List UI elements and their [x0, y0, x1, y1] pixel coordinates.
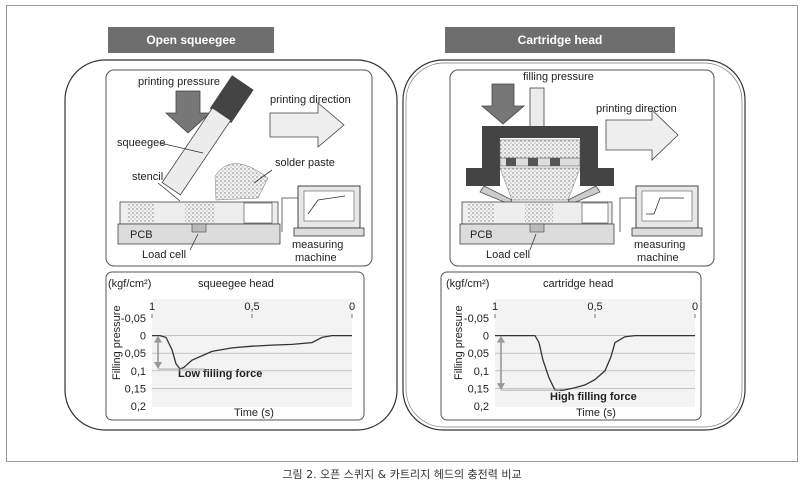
right-chart-unit: (kgf/cm²)	[446, 278, 489, 290]
right-header: Cartridge head	[518, 33, 603, 47]
right-chart-marks: -0,05 0 0,05 0,1 0,15 0,2 1 0,5 0	[464, 301, 698, 413]
right-aperture-2	[525, 203, 553, 223]
left-loadcell-label: Load cell	[142, 249, 186, 261]
y-tick-label: 0,1	[131, 366, 146, 378]
left-squeegee-leader	[159, 142, 204, 154]
y-tick-label: 0	[140, 331, 146, 343]
y-tick-label: 0,15	[468, 383, 489, 395]
left-paste-label: solder paste	[275, 157, 335, 169]
left-paste-leader	[253, 169, 273, 184]
right-pcb-label: PCB	[470, 229, 493, 241]
left-x-label: Time (s)	[234, 407, 274, 419]
series-line	[152, 334, 352, 370]
left-pcb-label: PCB	[130, 229, 153, 241]
left-direction-label: printing direction	[270, 94, 351, 106]
left-aperture-2	[185, 203, 215, 223]
left-measuring-label-1: measuring	[292, 239, 343, 251]
figure-caption: 그림 2. 오픈 스퀴지 & 카트리지 헤드의 충전력 비교	[282, 468, 522, 481]
right-monitor-curve	[646, 197, 684, 215]
right-x-label: Time (s)	[576, 407, 616, 419]
left-stencil-leader	[157, 182, 181, 202]
right-direction-arrow	[605, 109, 679, 161]
right-cartridge-head	[466, 126, 614, 205]
y-tick-label: 0,1	[474, 366, 489, 378]
right-pressure-label: filling pressure	[523, 71, 594, 83]
right-chart-box	[440, 271, 702, 421]
magnitude-arrow-head-bottom	[154, 362, 162, 370]
left-measuring-label-2: machine	[295, 252, 337, 264]
left-keyboard	[293, 227, 365, 237]
right-keyboard	[631, 227, 703, 237]
left-y-label: Filling pressure	[111, 305, 123, 380]
left-pressure-arrow	[164, 90, 212, 134]
y-tick-label: 0	[483, 331, 489, 343]
right-pressure-arrow	[480, 83, 526, 125]
left-header-bg	[108, 27, 274, 53]
right-measuring-label-2: machine	[637, 252, 679, 264]
y-tick-label: -0,05	[464, 313, 489, 325]
right-rounded-border-inner	[405, 62, 743, 428]
x-tick-label: 1	[492, 301, 498, 313]
right-loadcell-leader	[529, 233, 537, 251]
x-tick-label: 0,5	[587, 301, 602, 313]
left-stencil-label: stencil	[132, 171, 163, 183]
right-header-bg	[445, 27, 675, 53]
right-panel: Cartridge head filling pressure printing…	[402, 27, 746, 431]
left-cable	[281, 197, 298, 232]
right-monitor-screen	[641, 190, 693, 222]
right-y-label: Filling pressure	[453, 305, 465, 380]
right-aperture-1	[468, 203, 494, 223]
y-tick-label: 0,2	[474, 401, 489, 413]
x-tick-label: 1	[149, 301, 155, 313]
right-chart-title: cartridge head	[543, 278, 613, 290]
left-panel: Open squeegee printing pressure printing…	[64, 27, 398, 431]
x-tick-label: 0	[692, 301, 698, 313]
left-load-cell	[191, 223, 207, 233]
right-rounded-border	[402, 59, 746, 431]
left-loadcell-leader	[189, 233, 199, 251]
right-piston-rod	[529, 87, 545, 129]
left-direction-arrow	[269, 102, 345, 148]
left-squeegee-label: squeegee	[117, 137, 165, 149]
left-aperture-1	[128, 203, 154, 223]
y-tick-label: -0,05	[121, 313, 146, 325]
y-tick-label: 0,15	[125, 383, 146, 395]
left-pressure-label: printing pressure	[138, 76, 220, 88]
right-measuring-label-1: measuring	[634, 239, 685, 251]
left-header: Open squeegee	[146, 33, 236, 47]
right-diagram-box	[449, 69, 715, 267]
left-chart-title: squeegee head	[198, 278, 274, 290]
right-load-cell	[529, 223, 545, 233]
right-aperture-3	[581, 202, 609, 224]
right-annotation: High filling force	[550, 391, 637, 403]
left-chart-unit: (kgf/cm²)	[108, 278, 151, 290]
left-chart-marks: -0,05 0 0,05 0,1 0,15 0,2 1 0,5 0	[121, 301, 355, 413]
x-tick-label: 0	[349, 301, 355, 313]
y-tick-label: 0,2	[131, 401, 146, 413]
left-monitor-screen	[303, 190, 355, 222]
left-rounded-border	[64, 59, 398, 431]
series-line	[495, 334, 695, 391]
right-cable	[619, 197, 636, 232]
magnitude-arrow-head-top	[497, 335, 505, 343]
left-chart-box	[105, 271, 365, 421]
left-solder-paste	[214, 163, 269, 201]
x-tick-label: 0,5	[244, 301, 259, 313]
y-tick-label: 0,05	[468, 348, 489, 360]
left-monitor-curve	[307, 195, 346, 215]
magnitude-arrow-head-top	[154, 335, 162, 343]
y-tick-label: 0,05	[125, 348, 146, 360]
right-direction-label: printing direction	[596, 103, 677, 115]
left-annotation: Low filling force	[178, 368, 262, 380]
magnitude-arrow-head-bottom	[497, 383, 505, 391]
left-diagram-box	[105, 69, 373, 267]
left-aperture-3	[243, 202, 273, 224]
right-loadcell-label: Load cell	[486, 249, 530, 261]
